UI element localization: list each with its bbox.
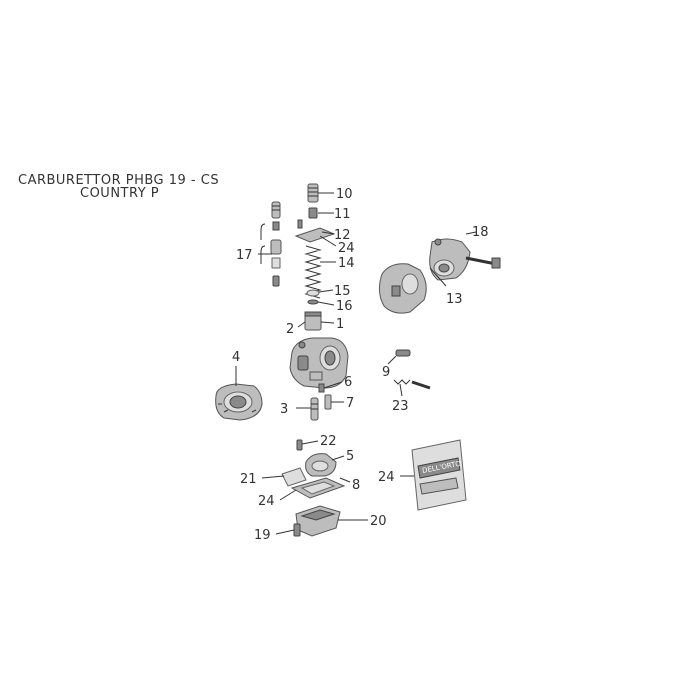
part-7-jet	[324, 394, 332, 410]
part-22-pin	[296, 439, 303, 451]
carburettor-body-alt-view	[378, 263, 427, 314]
callout-12: 12	[334, 228, 351, 243]
part-24-gasket-kit	[411, 439, 467, 511]
callout-14: 14	[338, 256, 355, 271]
part-23-adjuster-screw	[393, 379, 431, 390]
callout-19: 19	[254, 528, 271, 543]
part-19-screw	[293, 523, 301, 537]
part-3-screw	[310, 397, 319, 421]
callout-22: 22	[320, 434, 337, 449]
callout-6: 6	[344, 375, 352, 390]
callout-24-upper: 24	[338, 241, 355, 256]
callout-2: 2	[286, 322, 294, 337]
part-9-screw	[395, 349, 411, 357]
part-18-manifold-bolt	[465, 256, 501, 269]
part-21-float-pin	[281, 467, 307, 487]
part-16-clip	[307, 299, 319, 305]
callout-15: 15	[334, 284, 351, 299]
callout-5: 5	[346, 449, 354, 464]
part-14-spring	[304, 245, 322, 299]
carburettor-body-main	[289, 337, 349, 389]
part-8-gasket	[290, 477, 346, 499]
part-1-throttle-valve	[304, 311, 322, 331]
part-17-choke-assembly	[260, 201, 282, 287]
callout-3: 3	[280, 402, 288, 417]
leader-lines	[235, 192, 477, 535]
part-10-slide-cap	[307, 183, 319, 203]
callout-17: 17	[236, 248, 253, 263]
callout-13: 13	[446, 292, 463, 307]
callout-16: 16	[336, 299, 353, 314]
part-5-float	[305, 453, 337, 477]
part-12-cover-plate	[294, 219, 336, 243]
callout-24-lower: 24	[258, 494, 275, 509]
callout-21: 21	[240, 472, 257, 487]
diagram-title-line2: COUNTRY P	[80, 186, 160, 201]
callout-10: 10	[336, 187, 353, 202]
part-15-washer	[306, 289, 320, 297]
callout-11: 11	[334, 207, 351, 222]
part-6-jet	[318, 383, 325, 393]
callout-8: 8	[352, 478, 360, 493]
callout-24-kit: 24	[378, 470, 395, 485]
diagram-title-line1: CARBURETTOR PHBG 19 - CS	[18, 173, 220, 188]
callout-18: 18	[472, 225, 489, 240]
callout-4: 4	[232, 350, 240, 365]
callout-7: 7	[346, 396, 354, 411]
part-4-air-filter	[215, 383, 263, 421]
callout-9: 9	[382, 365, 390, 380]
part-11-screw	[308, 207, 318, 219]
callout-1: 1	[336, 317, 344, 332]
callout-23: 23	[392, 399, 409, 414]
callout-20: 20	[370, 514, 387, 529]
part-20-float-bowl	[295, 505, 341, 537]
